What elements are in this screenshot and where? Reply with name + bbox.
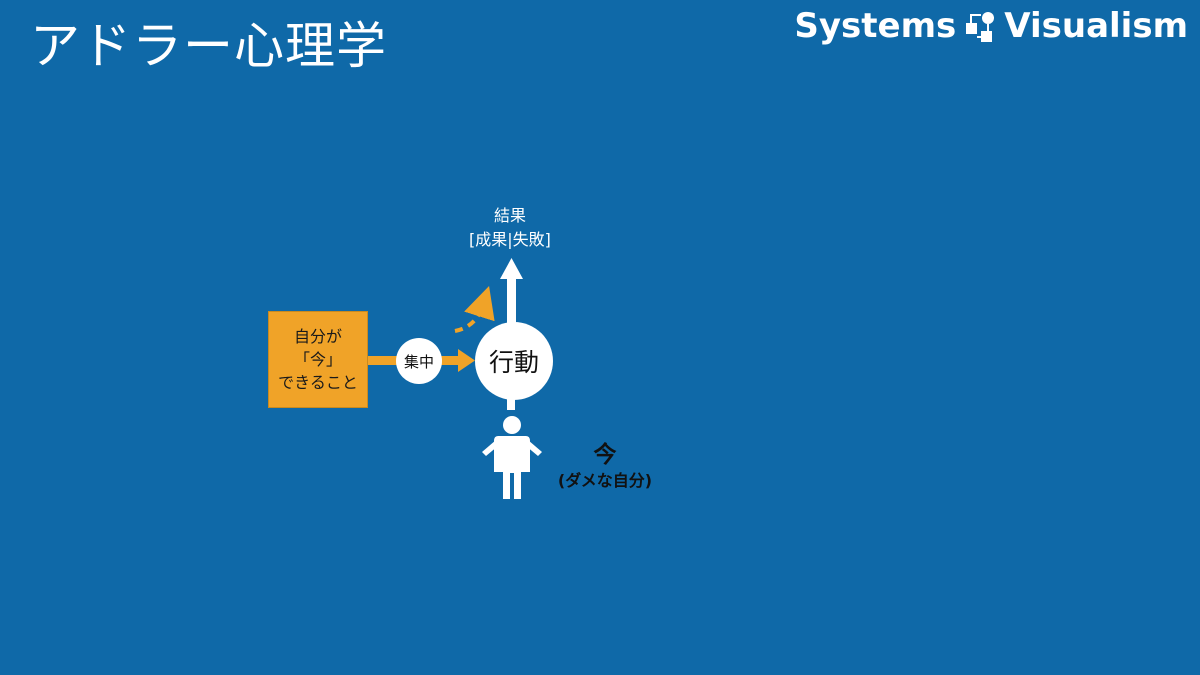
deviation-dashed-arrow [454, 285, 495, 333]
now-subtitle: (ダメな自分) [557, 471, 653, 490]
action-label: 行動 [488, 348, 539, 377]
focus-circle [396, 338, 442, 384]
result-line-2: [成果|失敗] [469, 230, 551, 249]
page-title: アドラー心理学 [30, 17, 387, 75]
person-connector [507, 398, 515, 410]
result-label: 結果 [成果|失敗] [440, 204, 580, 252]
box-line-2: 「今」 [293, 350, 342, 369]
brand-name-right: Visualism [1004, 6, 1188, 46]
box-line-1: 自分が [293, 327, 342, 346]
action-circle [475, 322, 553, 400]
result-arrow [500, 258, 523, 324]
person-icon [482, 416, 542, 499]
present-abilities-box: 自分が 「今」 できること [268, 311, 368, 408]
now-label: 今 (ダメな自分) [545, 440, 665, 492]
result-line-1: 結果 [493, 206, 526, 225]
brand-logo: Systems Visualism [794, 6, 1188, 46]
box-line-3: できること [278, 373, 358, 392]
systems-logo-icon [964, 9, 996, 43]
brand-name-left: Systems [794, 6, 957, 46]
focus-label: 集中 [403, 352, 434, 371]
now-title: 今 [593, 442, 617, 468]
